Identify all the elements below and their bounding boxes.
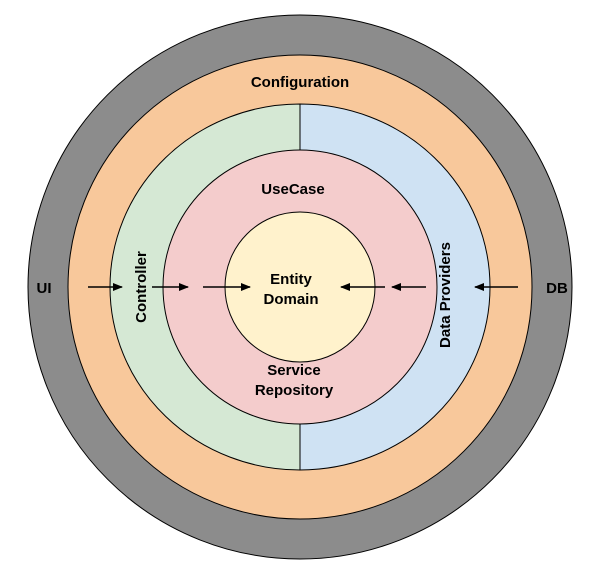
controller-label: Controller	[133, 251, 150, 323]
entity-label: Entity	[270, 271, 312, 288]
repository-label: Repository	[255, 382, 334, 399]
db-label: DB	[546, 280, 568, 297]
ui-label: UI	[37, 280, 52, 297]
data-providers-label: Data Providers	[437, 242, 454, 348]
service-label: Service	[267, 362, 320, 379]
configuration-label: Configuration	[251, 74, 349, 91]
domain-label: Domain	[263, 291, 318, 308]
usecase-label: UseCase	[261, 181, 324, 198]
